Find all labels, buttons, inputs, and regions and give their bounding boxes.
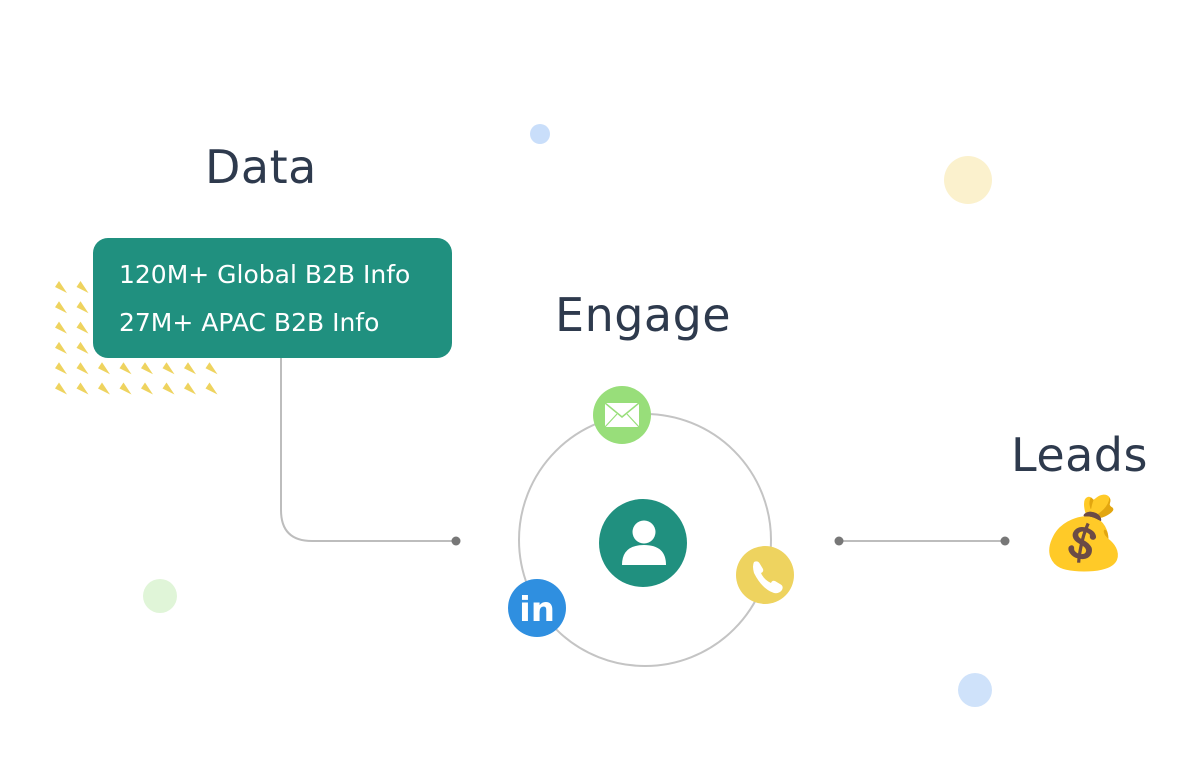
phone-icon (736, 546, 794, 604)
decor-dot-blue (530, 124, 550, 144)
decor-triangle (55, 341, 67, 354)
decor-triangle (76, 382, 89, 395)
decor-triangle (76, 281, 89, 293)
decor-triangle (119, 382, 132, 395)
decor-dot-green (143, 579, 177, 613)
decorative-dots (143, 124, 992, 707)
heading-data: Data (205, 140, 317, 194)
money-bag-icon: 💰 (1040, 494, 1128, 572)
decor-triangle (55, 382, 67, 395)
decor-triangle (205, 382, 218, 395)
decor-triangle (184, 382, 196, 395)
data-connector-line (280, 358, 456, 542)
decor-dot-yellow (944, 156, 992, 204)
decor-triangle (55, 321, 67, 334)
decor-triangle (55, 362, 67, 375)
svg-text:in: in (519, 590, 555, 630)
decor-triangle (162, 382, 175, 395)
decor-triangle (184, 362, 196, 375)
data-info-box: 120M+ Global B2B Info 27M+ APAC B2B Info (93, 238, 452, 358)
connector-dot (834, 536, 844, 546)
decor-triangle (76, 362, 89, 375)
connector-dot (451, 536, 461, 546)
data-line-apac: 27M+ APAC B2B Info (119, 308, 380, 337)
decor-triangle (98, 382, 110, 395)
decor-triangle (76, 301, 89, 314)
connector-dot (1000, 536, 1010, 546)
data-line-global: 120M+ Global B2B Info (119, 260, 411, 289)
decor-triangle (205, 362, 218, 375)
heading-leads: Leads (1011, 428, 1148, 482)
decor-triangle (98, 362, 110, 375)
person-icon (599, 499, 687, 587)
heading-engage: Engage (555, 288, 732, 342)
decor-triangle (141, 382, 153, 395)
email-icon (593, 386, 651, 444)
decor-dot-blue (958, 673, 992, 707)
decor-triangle (141, 362, 153, 375)
decor-triangle (55, 301, 67, 314)
decor-triangle (162, 362, 175, 375)
decor-triangle (76, 341, 89, 354)
decor-triangle (119, 362, 132, 375)
linkedin-icon: in (508, 579, 566, 637)
decor-triangle (76, 321, 89, 334)
decor-triangle (55, 281, 67, 293)
